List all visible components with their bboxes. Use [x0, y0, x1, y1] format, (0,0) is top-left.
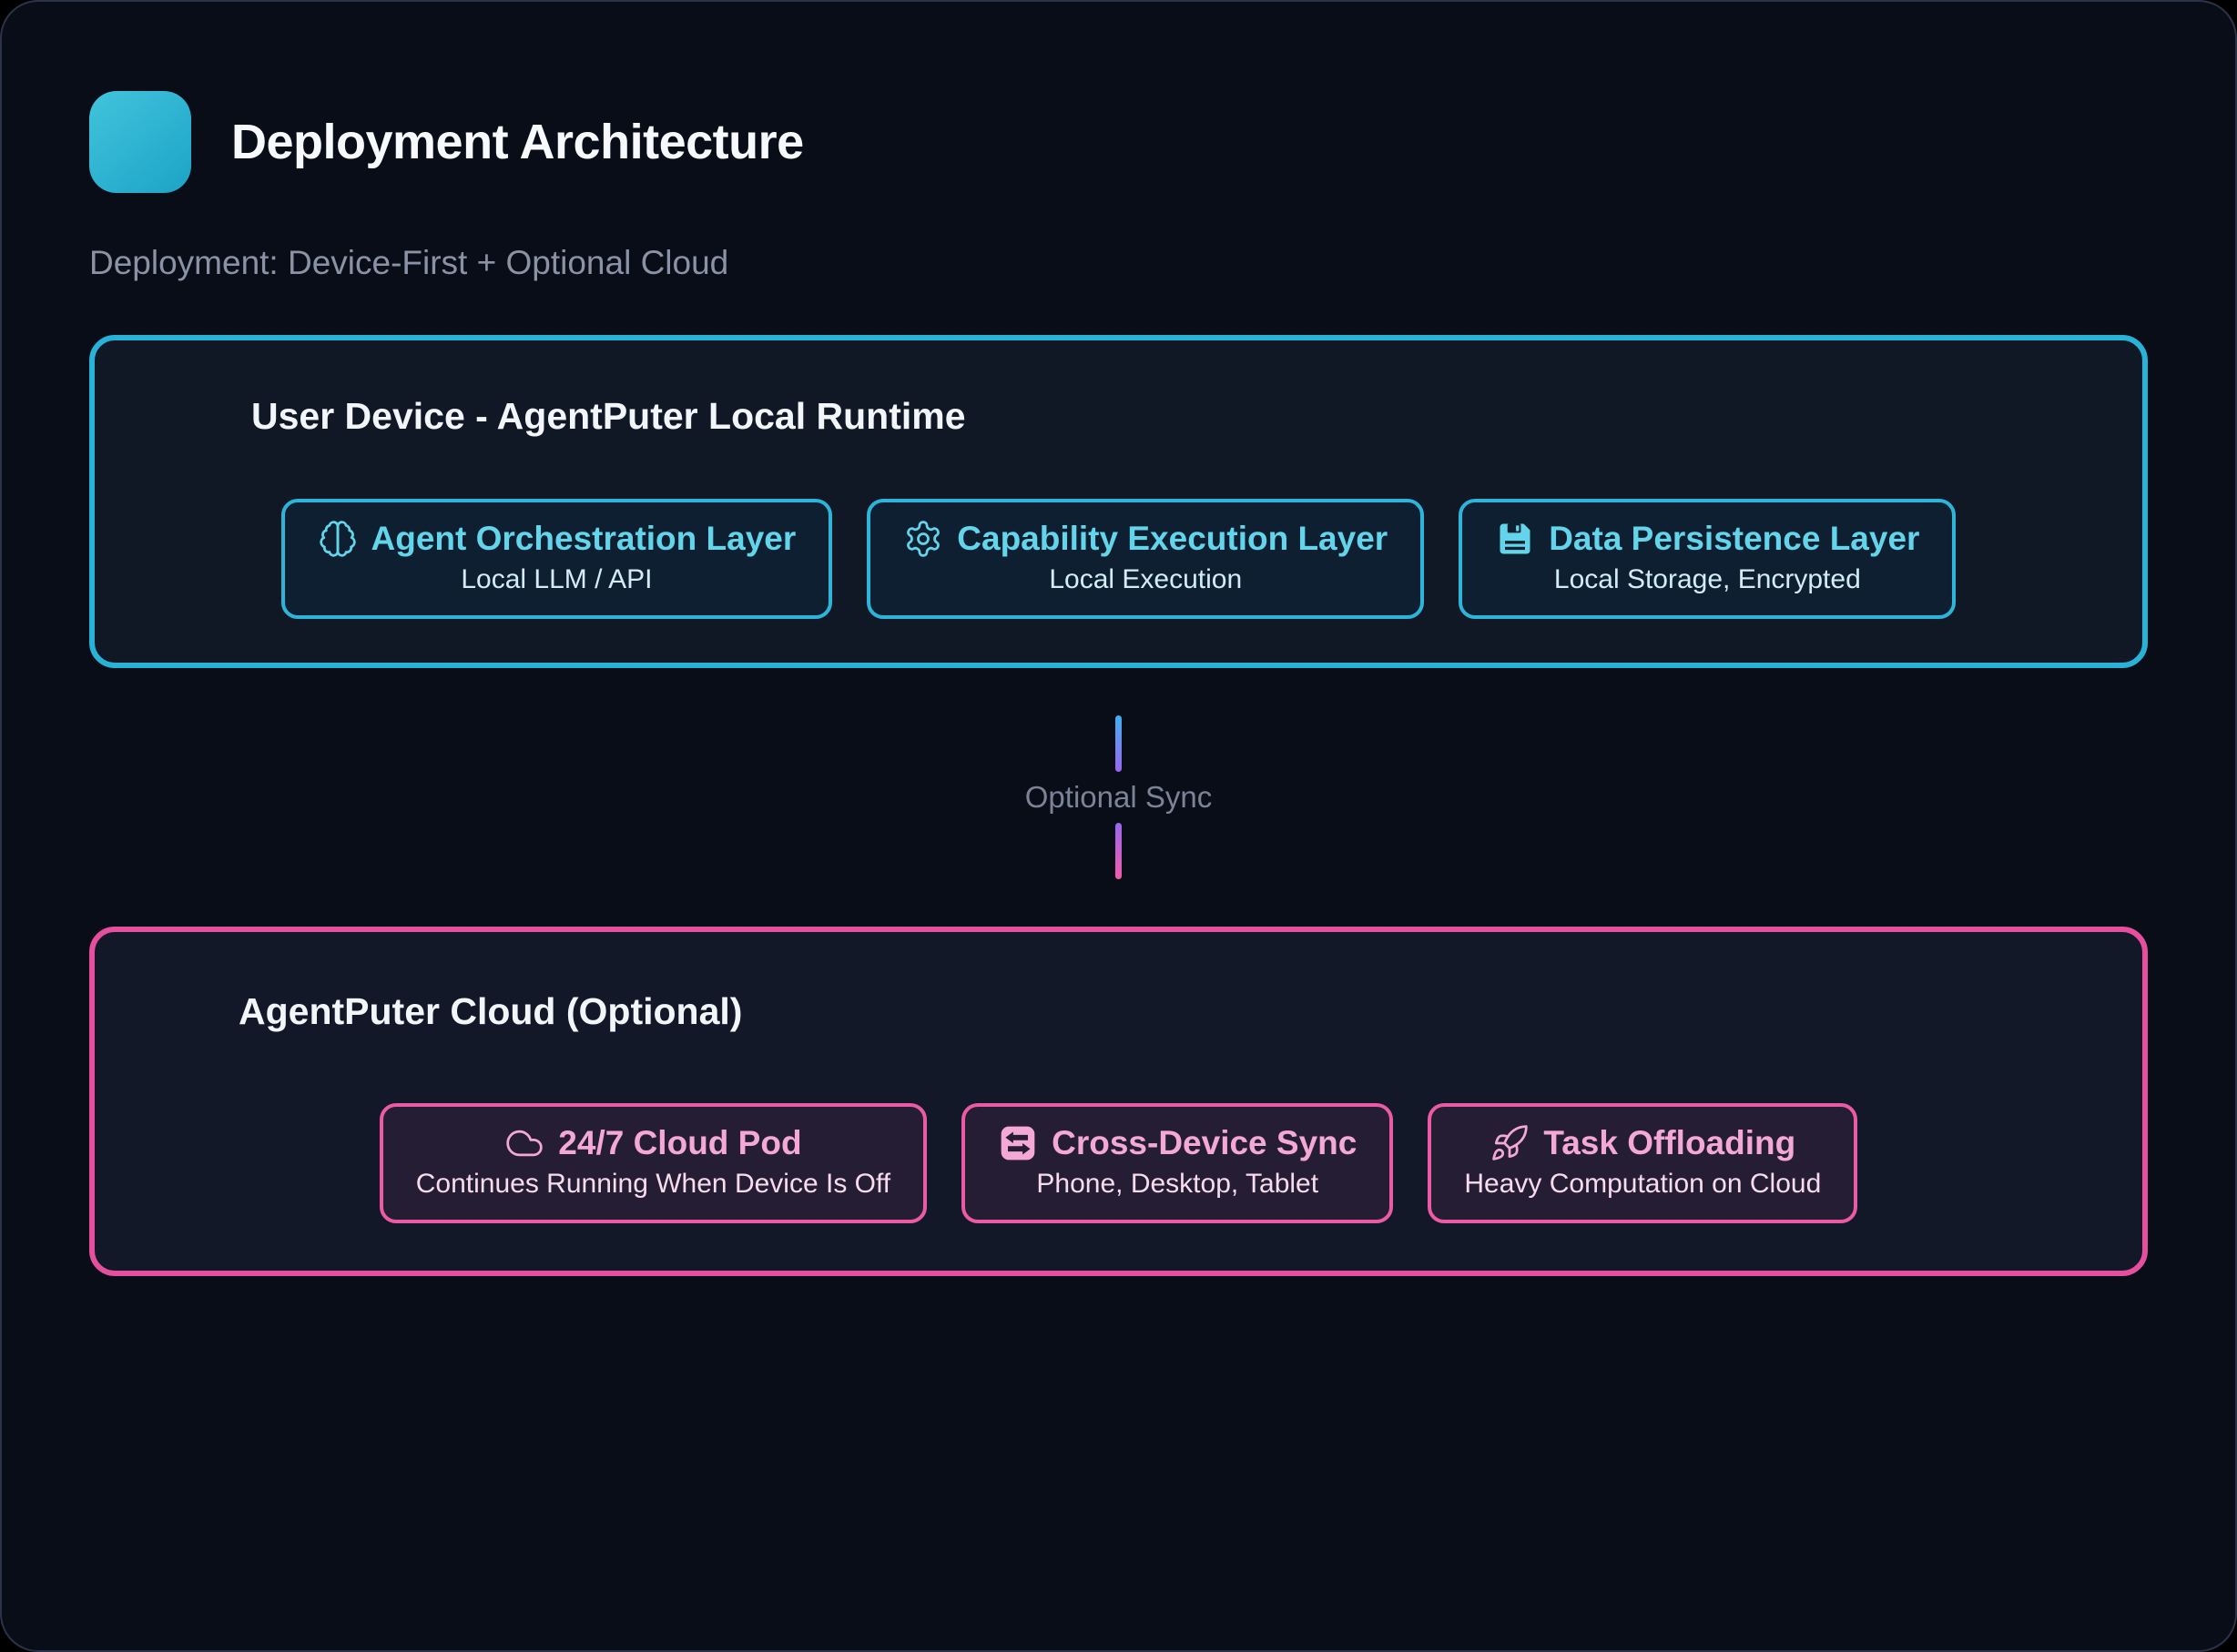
sync-arrows-icon: [998, 1123, 1038, 1163]
card-subtitle: Local LLM / API: [461, 564, 653, 594]
card-title: Data Persistence Layer: [1549, 520, 1920, 557]
device-cards-row: Agent Orchestration Layer Local LLM / AP…: [95, 499, 2142, 619]
cloud-cards-row: 24/7 Cloud Pod Continues Running When De…: [95, 1103, 2142, 1223]
sync-connector: Optional Sync: [89, 715, 2148, 879]
app-logo: [89, 91, 191, 193]
card-title: Agent Orchestration Layer: [371, 520, 797, 557]
connector-line-top: [1115, 715, 1122, 772]
cloud-group-box: AgentPuter Cloud (Optional) 24/7 Cloud P…: [89, 927, 2148, 1276]
connector-line-bottom: [1115, 823, 1122, 879]
card-subtitle: Continues Running When Device Is Off: [415, 1169, 891, 1199]
card-title: Cross-Device Sync: [1052, 1124, 1357, 1161]
page-subtitle: Deployment: Device-First + Optional Clou…: [89, 244, 729, 281]
card-title-row: Data Persistence Layer: [1495, 518, 1919, 560]
card-title-row: Capability Execution Layer: [903, 518, 1388, 560]
card-data-persistence: Data Persistence Layer Local Storage, En…: [1459, 499, 1957, 619]
card-title-row: Cross-Device Sync: [998, 1122, 1357, 1164]
card-subtitle: Local Storage, Encrypted: [1553, 564, 1861, 594]
card-subtitle: Phone, Desktop, Tablet: [1036, 1169, 1319, 1199]
rocket-icon: [1490, 1123, 1530, 1163]
card-title: 24/7 Cloud Pod: [558, 1124, 802, 1161]
card-agent-orchestration: Agent Orchestration Layer Local LLM / AP…: [280, 499, 833, 619]
brain-icon: [318, 519, 358, 559]
card-title-row: 24/7 Cloud Pod: [416, 1122, 890, 1164]
card-title: Capability Execution Layer: [957, 520, 1388, 557]
connector-label: Optional Sync: [1024, 780, 1213, 814]
card-title: Task Offloading: [1543, 1124, 1796, 1161]
card-subtitle: Local Execution: [1049, 564, 1243, 594]
header: Deployment Architecture: [89, 91, 2148, 193]
cloud-icon: [504, 1123, 544, 1163]
page-title: Deployment Architecture: [231, 115, 804, 169]
cloud-box-title: AgentPuter Cloud (Optional): [239, 990, 743, 1032]
card-title-row: Agent Orchestration Layer: [318, 518, 797, 560]
gear-icon: [903, 519, 943, 559]
card-subtitle: Heavy Computation on Cloud: [1464, 1169, 1822, 1199]
card-cross-device-sync: Cross-Device Sync Phone, Desktop, Tablet: [961, 1103, 1394, 1223]
device-box-title: User Device - AgentPuter Local Runtime: [251, 395, 966, 437]
card-task-offloading: Task Offloading Heavy Computation on Clo…: [1428, 1103, 1858, 1223]
card-title-row: Task Offloading: [1464, 1122, 1821, 1164]
diagram-content: Deployment Architecture Deployment: Devi…: [2, 2, 2235, 1276]
card-capability-execution: Capability Execution Layer Local Executi…: [867, 499, 1425, 619]
card-cloud-pod: 24/7 Cloud Pod Continues Running When De…: [379, 1103, 928, 1223]
floppy-disk-icon: [1495, 519, 1535, 559]
device-group-box: User Device - AgentPuter Local Runtime A…: [89, 335, 2148, 668]
